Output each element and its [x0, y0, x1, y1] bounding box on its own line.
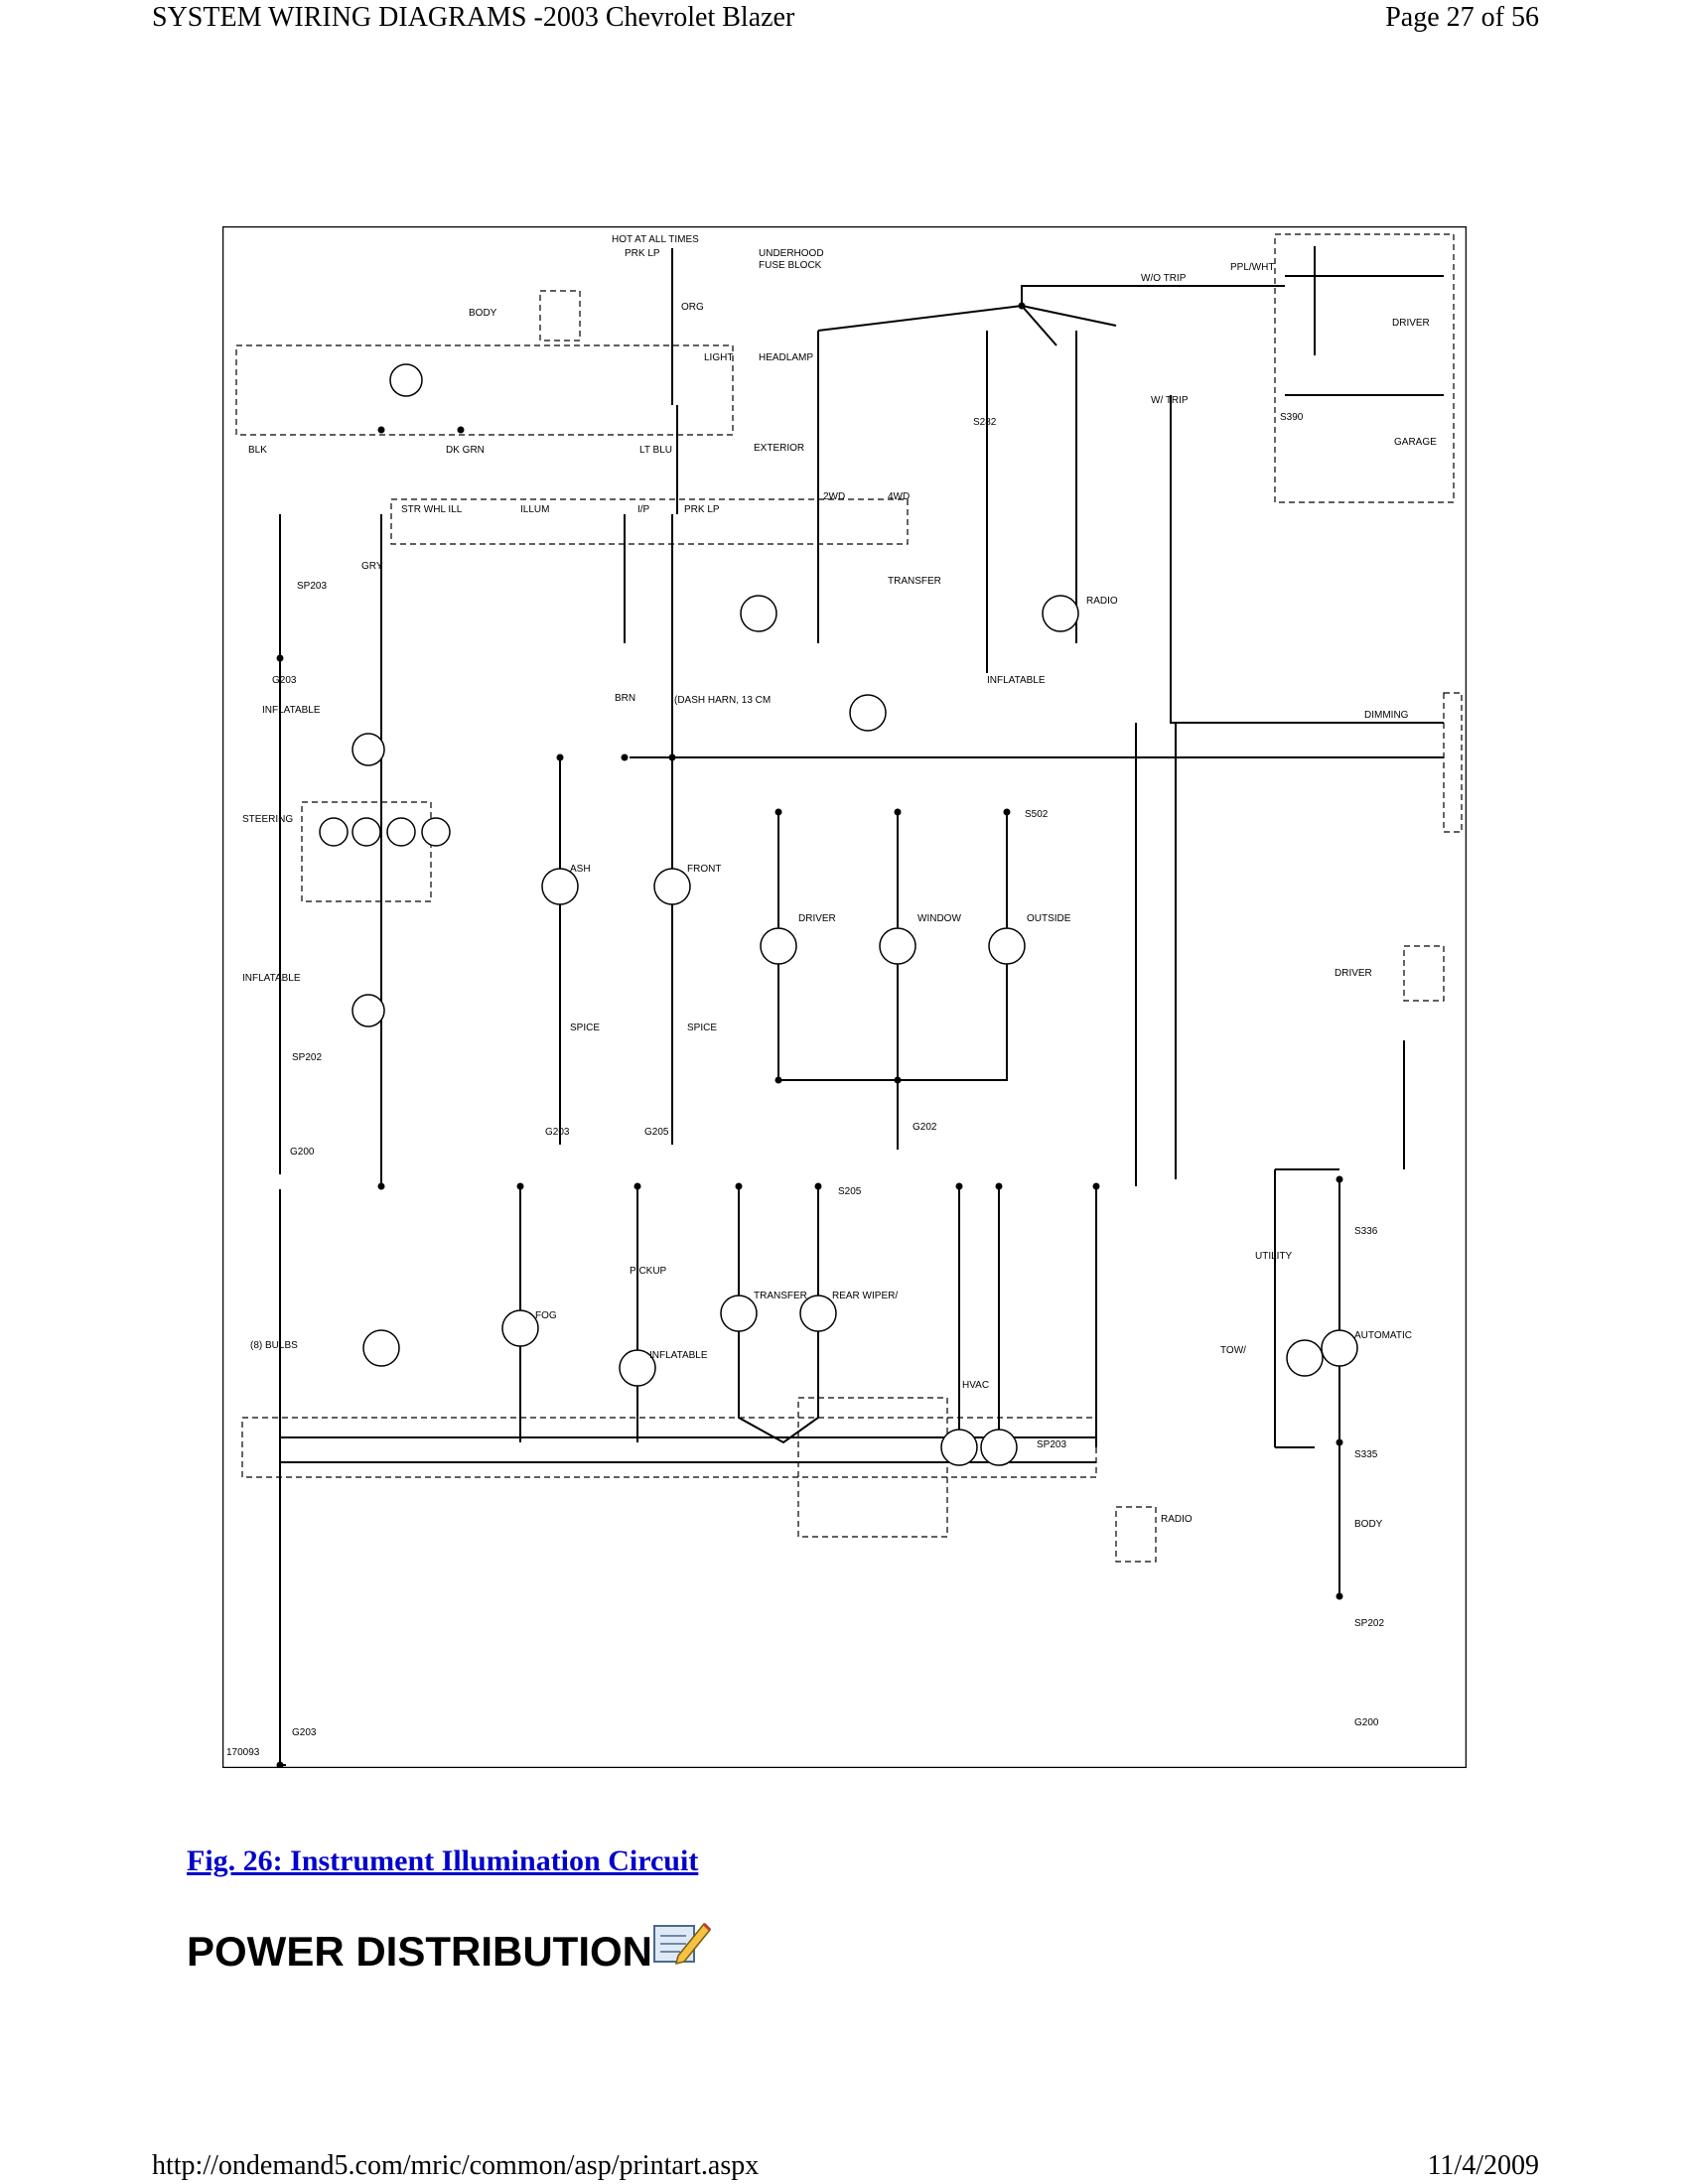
- g203-label: G203: [272, 675, 297, 686]
- rear-wiper-label: REAR WIPER/: [832, 1291, 898, 1301]
- sp203-label: SP203: [297, 581, 327, 592]
- ash-tray-label: ASH: [570, 864, 591, 875]
- dic-garage-outline: [1274, 233, 1455, 503]
- inflatable-ip-bot-label: INFLATABLE: [649, 1350, 708, 1361]
- figure-caption-link[interactable]: Fig. 26: Instrument Illumination Circuit: [187, 1844, 699, 1877]
- pickup-2wd-label: 2WD: [823, 491, 845, 502]
- section-title: POWER DISTRIBUTION: [187, 1928, 652, 1975]
- dash-harn-label: (DASH HARN, 13 CM: [674, 695, 771, 706]
- steering-controls-outline: [301, 801, 432, 902]
- headlamp-switch-outline: [235, 344, 734, 436]
- splice203-label: SPICE: [570, 1023, 600, 1033]
- radio-bot-label: RADIO: [1161, 1514, 1193, 1525]
- body-relay-label: BODY: [469, 308, 497, 319]
- tow-haul-label: TOW/: [1220, 1345, 1246, 1356]
- underhood-fuse-label-2: FUSE BLOCK: [759, 260, 822, 271]
- pickup-4wd-label: 4WD: [888, 491, 910, 502]
- headlamp-switch-label: HEADLAMP: [759, 352, 813, 363]
- prk-fuse-label: PRK LP: [625, 248, 660, 259]
- exterior-lamps-label: EXTERIOR: [754, 443, 804, 454]
- splice204-label: SPICE: [687, 1023, 717, 1033]
- radio-dim-outline: [1115, 1506, 1157, 1563]
- sp202-label: SP202: [292, 1052, 322, 1063]
- ip-fuse-block-outline: [390, 498, 909, 545]
- auto-trans-label: AUTOMATIC: [1354, 1330, 1412, 1341]
- bcm-outline: [1443, 692, 1463, 833]
- mirror-label: OUTSIDE: [1027, 913, 1071, 924]
- str-whl-label: STR WHL ILL: [401, 504, 463, 515]
- cluster-label: (8) BULBS: [250, 1340, 298, 1351]
- wiring-diagram-svg: HOT AT ALL TIMES UNDERHOOD FUSE BLOCK PR…: [220, 224, 1469, 1770]
- sp203-bot-label: SP203: [1037, 1439, 1066, 1450]
- diagram-border: [220, 224, 1469, 1770]
- w-o-trip-label: W/O TRIP: [1141, 273, 1187, 284]
- underhood-fuse-label: UNDERHOOD: [759, 248, 824, 259]
- s336-label: S336: [1354, 1226, 1378, 1237]
- s335-label: S335: [1354, 1449, 1378, 1460]
- s205-label: S205: [838, 1186, 862, 1197]
- wire-ppl-wht-label: PPL/WHT: [1230, 262, 1274, 273]
- transfer-bot-label: TRANSFER: [754, 1291, 807, 1301]
- dic-module-outline: [1403, 945, 1445, 1002]
- wire-gry-label: GRY: [361, 561, 383, 572]
- hot-label: HOT AT ALL TIMES: [612, 234, 699, 245]
- steering-controls-label: STEERING: [242, 814, 293, 825]
- wire-lt-blu-label: LT BLU: [639, 445, 672, 456]
- driver-door-label: DRIVER: [798, 913, 836, 924]
- hvac-outline: [797, 1397, 948, 1538]
- page-header-title: SYSTEM WIRING DIAGRAMS -2003 Chevrolet B…: [152, 2, 795, 33]
- body-relay-block-outline: [539, 290, 581, 341]
- s502-label: S502: [1025, 809, 1049, 820]
- g203-bot-label: G203: [292, 1727, 317, 1738]
- fog-label: FOG: [535, 1310, 557, 1321]
- wire-dk-grn-label: DK GRN: [446, 445, 485, 456]
- page-footer-date: 11/4/2009: [1427, 2150, 1539, 2181]
- body-relay-bot-label: BODY: [1354, 1519, 1383, 1530]
- g203-mid-label: G203: [545, 1127, 570, 1138]
- inflatable-coil2-label: INFLATABLE: [242, 973, 301, 984]
- prk-lp5-label: PRK LP: [684, 504, 720, 515]
- inflatable-coil-label: INFLATABLE: [262, 705, 321, 716]
- front-pass-label: FRONT: [687, 864, 721, 875]
- edit-note-icon-svg: [653, 1922, 712, 1966]
- g200-right-label: G200: [1354, 1717, 1379, 1728]
- sp203-bottom-outline: [241, 1417, 1097, 1478]
- illum-fuse-label: ILLUM: [520, 504, 549, 515]
- wire-brn-label: BRN: [615, 693, 635, 704]
- g200-label: G200: [290, 1147, 315, 1158]
- inflatable-ip-label: INFLATABLE: [987, 675, 1046, 686]
- transfer-top-label: TRANSFER: [888, 576, 941, 587]
- page-number: Page 27 of 56: [1385, 2, 1539, 33]
- wire-org-label: ORG: [681, 302, 704, 313]
- wiring-diagram: HOT AT ALL TIMES UNDERHOOD FUSE BLOCK PR…: [220, 224, 1469, 1770]
- dic-label: DRIVER: [1392, 318, 1430, 329]
- pickup-only-label: PICKUP: [630, 1266, 667, 1277]
- bcm-label: DIMMING: [1364, 710, 1409, 721]
- sp202-right-label: SP202: [1354, 1618, 1384, 1629]
- light-switch-label: LIGHT: [704, 352, 733, 363]
- wire-blk-label: BLK: [248, 445, 267, 456]
- edit-note-icon[interactable]: [650, 1916, 712, 1968]
- w-trip-label: W/ TRIP: [1151, 395, 1189, 406]
- figure-id-label: 170093: [226, 1747, 260, 1758]
- hvac-label: HVAC: [962, 1380, 989, 1391]
- radio-top-label: RADIO: [1086, 596, 1118, 607]
- window-lockout-label: WINDOW: [917, 913, 961, 924]
- s282-label: S282: [973, 417, 997, 428]
- ip-fuse-label: I/P: [637, 504, 650, 515]
- utility-label: UTILITY: [1255, 1251, 1293, 1262]
- s390-label: S390: [1280, 412, 1304, 423]
- dic-module-label: DRIVER: [1335, 968, 1372, 979]
- page-footer-url[interactable]: http://ondemand5.com/mric/common/asp/pri…: [152, 2150, 760, 2181]
- g205-label: G205: [644, 1127, 669, 1138]
- g202-label: G202: [913, 1122, 937, 1133]
- diagram-labels: HOT AT ALL TIMES UNDERHOOD FUSE BLOCK PR…: [226, 234, 1437, 1758]
- garage-label: GARAGE: [1394, 437, 1437, 448]
